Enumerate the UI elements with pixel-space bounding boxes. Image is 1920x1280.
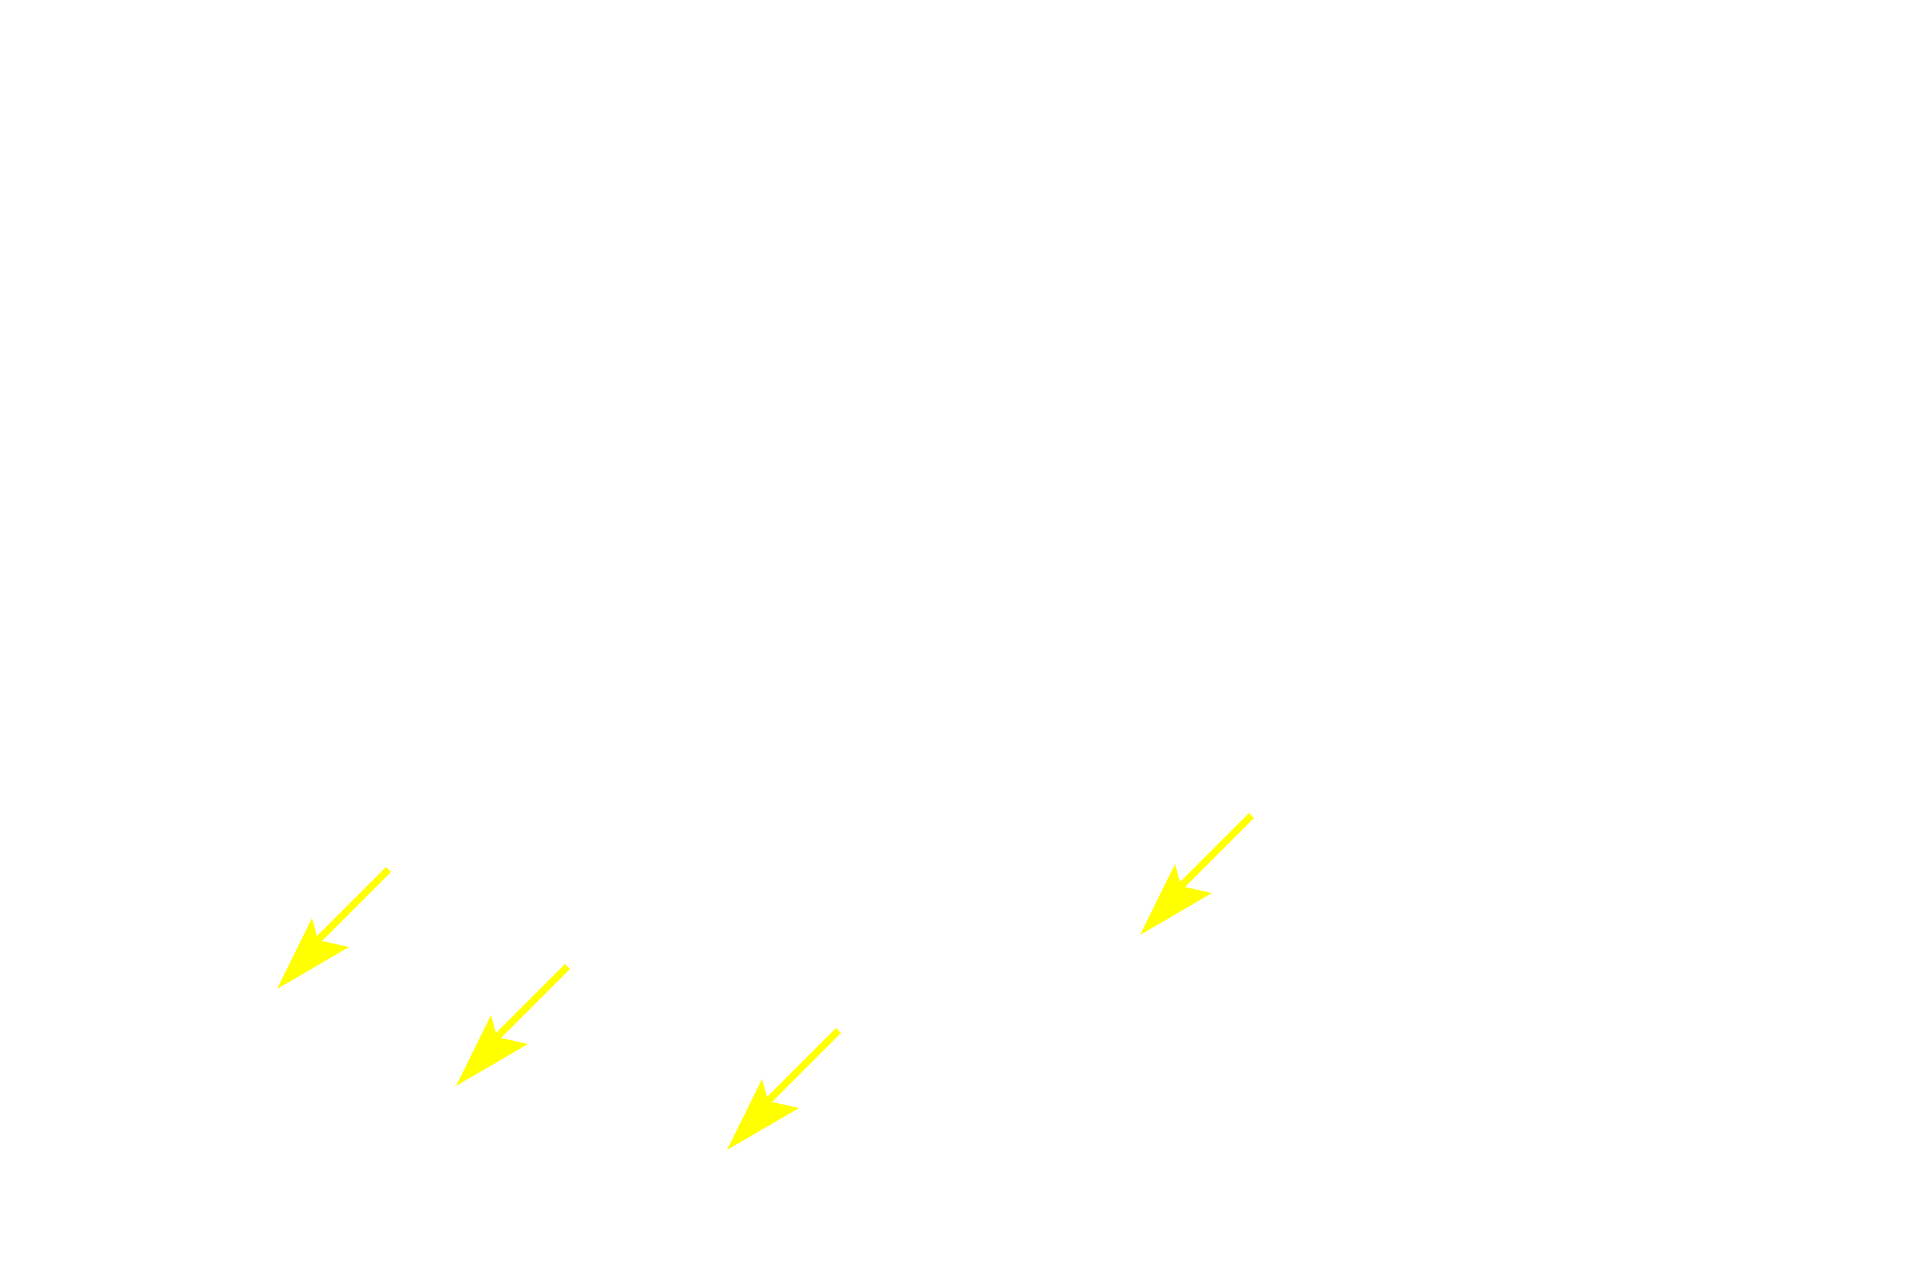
arrow-3 — [727, 1028, 841, 1150]
arrow-down-left-icon — [727, 1028, 841, 1150]
arrow-2 — [456, 964, 570, 1086]
arrows-layer — [277, 813, 1254, 1150]
arrow-down-left-icon — [277, 867, 391, 989]
arrow-1 — [277, 867, 391, 989]
arrow-4 — [1140, 813, 1254, 935]
arrow-down-left-icon — [1140, 813, 1254, 935]
arrow-down-left-icon — [456, 964, 570, 1086]
